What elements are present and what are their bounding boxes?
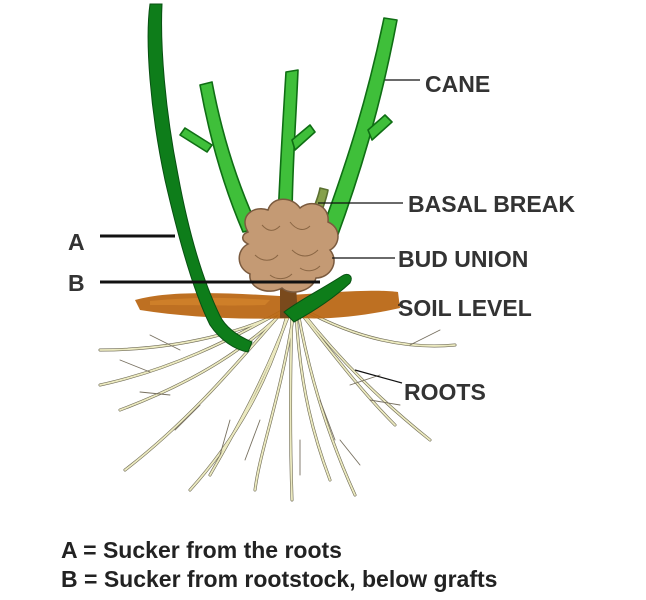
label-cane: CANE <box>425 71 490 97</box>
sucker-b <box>283 273 352 323</box>
legend-b: B = Sucker from rootstock, below grafts <box>61 566 498 592</box>
bud-union <box>238 198 339 293</box>
marker-b: B <box>68 270 85 296</box>
label-bud-union: BUD UNION <box>398 246 528 272</box>
leader-lines <box>100 234 320 284</box>
roots <box>98 308 457 502</box>
canes <box>179 17 398 241</box>
label-basal-break: BASAL BREAK <box>408 191 575 217</box>
label-roots: ROOTS <box>404 379 486 405</box>
marker-a: A <box>68 229 85 255</box>
label-soil-level: SOIL LEVEL <box>398 295 532 321</box>
legend-a: A = Sucker from the roots <box>61 537 342 563</box>
label-pointers <box>318 79 420 384</box>
